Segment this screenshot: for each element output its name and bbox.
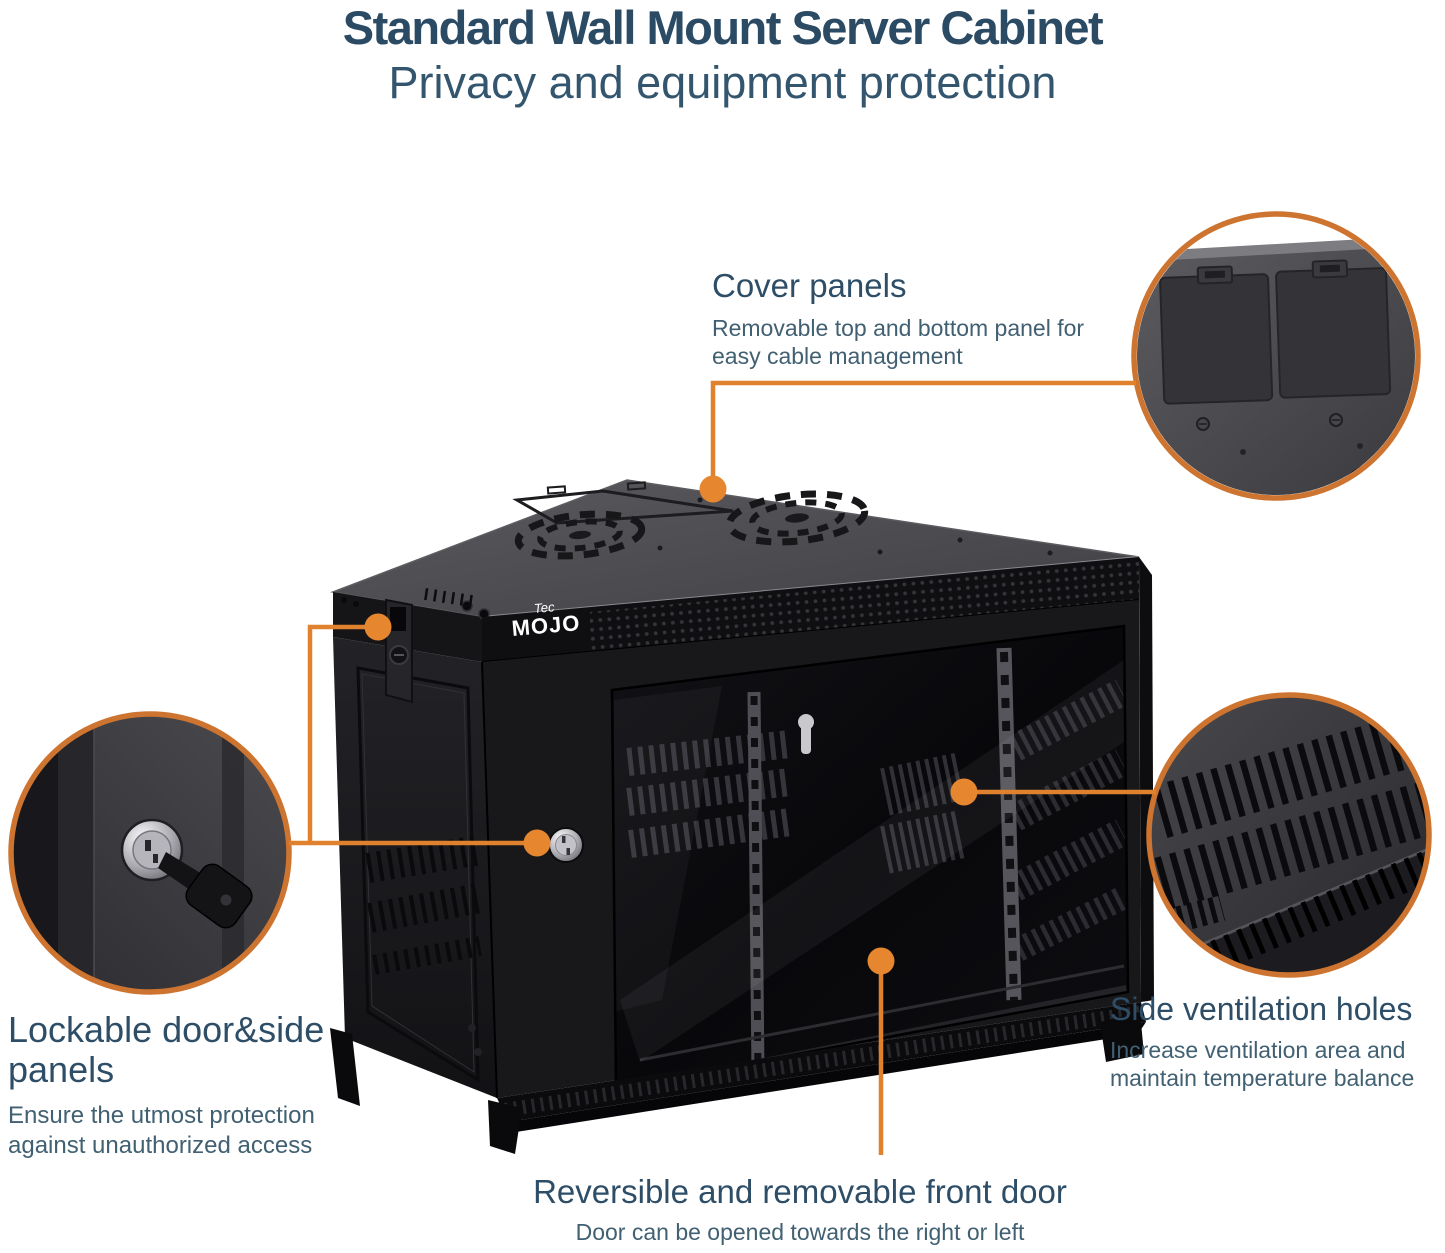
- callout-body: Ensure the utmost protection against una…: [8, 1101, 315, 1159]
- inset-ring-top: [1131, 211, 1421, 501]
- brand-script-text: Tec: [533, 599, 555, 616]
- rack-rail-left: [747, 691, 765, 1073]
- top-cover-outline: [512, 481, 734, 525]
- door-lock: [548, 827, 584, 863]
- brand-name-text: MOJO: [511, 610, 582, 641]
- callout-front-door: Reversible and removable front door Door…: [395, 1173, 1205, 1246]
- key-icon: [158, 852, 253, 929]
- side-vent-slots: [365, 835, 483, 975]
- callout-line-lock: [289, 624, 537, 846]
- inset-screws: [1196, 413, 1343, 431]
- callout-dot-door-lock: [523, 829, 551, 857]
- rack-rail-right: [996, 647, 1022, 1001]
- callout-cover-panels: Cover panels Removable top and bottom pa…: [712, 267, 1132, 370]
- page-title: Standard Wall Mount Server Cabinet: [342, 1, 1104, 54]
- cabinet-top-face: [330, 479, 1140, 618]
- callout-lockable-door: Lockable door&side panels Ensure the utm…: [8, 1009, 438, 1161]
- callout-dot-cover: [699, 475, 727, 503]
- inset-cover-panels: [1131, 211, 1421, 501]
- door-glass: [610, 624, 1130, 1090]
- callout-lines: [289, 380, 1156, 1155]
- callout-dot-door: [867, 947, 895, 975]
- side-panel-latch: [385, 598, 413, 704]
- cover-panel-right: [1275, 259, 1392, 399]
- callout-side-ventilation: Side ventilation holes Increase ventilat…: [1110, 991, 1445, 1092]
- callout-heading: Reversible and removable front door: [533, 1173, 1067, 1210]
- callout-body: Removable top and bottom panel for easy …: [712, 314, 1085, 369]
- brand-logo: Tec MOJO: [511, 599, 582, 641]
- server-cabinet: Tec MOJO: [330, 479, 1154, 1154]
- left-side-panel: [333, 588, 497, 1098]
- fan-cutout-right: [725, 490, 869, 546]
- front-door: [481, 557, 1154, 1099]
- cover-panel-left: [1159, 265, 1274, 405]
- fan-cutout-left: [514, 510, 646, 560]
- page-subtitle: Privacy and equipment protection: [388, 56, 1057, 108]
- inset-vents: [1146, 692, 1432, 978]
- callout-heading: Side ventilation holes: [1110, 991, 1413, 1027]
- callout-heading: Cover panels: [712, 267, 907, 304]
- callout-heading: Lockable door&side panels: [8, 1009, 325, 1091]
- callout-dot-latch: [364, 613, 392, 641]
- callout-body: Door can be opened towards the right or …: [575, 1218, 1025, 1245]
- inset-ring-lock: [8, 711, 292, 995]
- callout-body: Increase ventilation area and maintain t…: [1110, 1036, 1415, 1091]
- callout-dot-vents: [950, 778, 978, 806]
- cabinet-base: [330, 1002, 1146, 1154]
- inset-lock: [8, 711, 292, 995]
- header: Standard Wall Mount Server Cabinet Priva…: [0, 2, 1445, 106]
- inset-ring-vents: [1146, 692, 1432, 978]
- callout-line-cover: [710, 380, 1136, 487]
